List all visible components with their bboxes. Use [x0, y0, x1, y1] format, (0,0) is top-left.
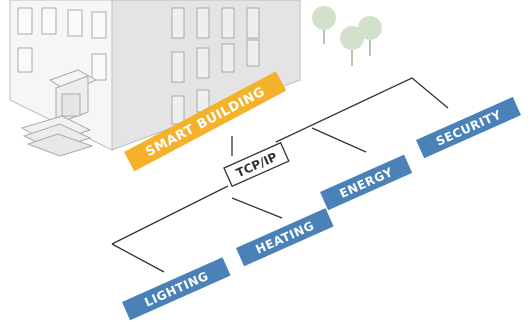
node-heating: HEATING: [236, 208, 334, 267]
network-lines: [111, 77, 449, 273]
node-security: SECURITY: [416, 96, 521, 159]
node-energy: ENERGY: [320, 154, 413, 211]
building-icon: [9, 0, 301, 157]
tree-icon: [312, 6, 382, 66]
tcpip-hub: TCP/IP: [223, 141, 290, 188]
node-lighting: LIGHTING: [122, 257, 231, 321]
